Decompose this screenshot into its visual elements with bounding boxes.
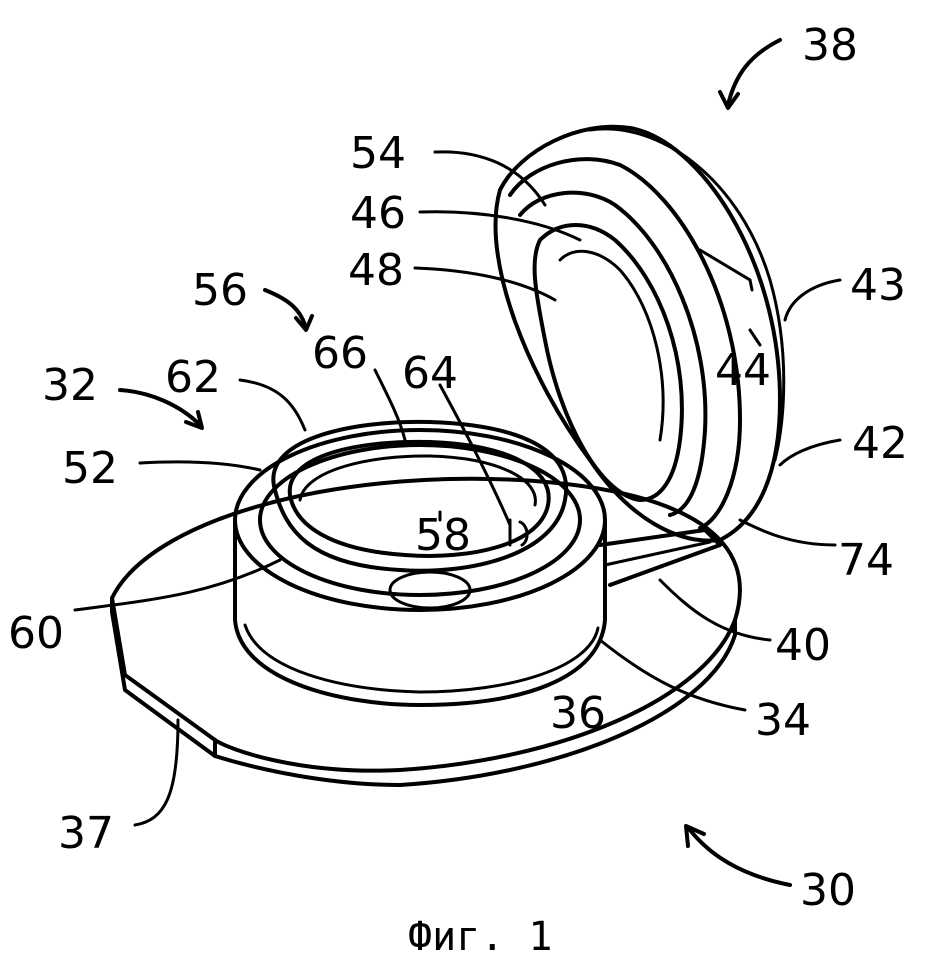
hinge bbox=[600, 530, 720, 585]
cylinder-body bbox=[235, 430, 605, 705]
label-36: 36 bbox=[550, 688, 606, 739]
label-52: 52 bbox=[62, 443, 118, 494]
figure-caption: Фиг. 1 bbox=[408, 914, 553, 960]
label-48: 48 bbox=[348, 245, 404, 296]
label-43: 43 bbox=[850, 260, 906, 311]
label-64: 64 bbox=[402, 348, 458, 399]
label-40: 40 bbox=[775, 620, 831, 671]
label-56: 56 bbox=[192, 265, 248, 316]
label-46: 46 bbox=[350, 188, 406, 239]
lid-cap bbox=[496, 127, 784, 541]
label-30: 30 bbox=[800, 865, 856, 916]
label-60: 60 bbox=[8, 608, 64, 659]
label-62: 62 bbox=[165, 352, 221, 403]
label-66: 66 bbox=[312, 328, 368, 379]
label-42: 42 bbox=[852, 418, 908, 469]
label-44: 44 bbox=[715, 345, 771, 396]
label-54: 54 bbox=[350, 128, 406, 179]
label-58: 58 bbox=[415, 510, 471, 561]
label-38: 38 bbox=[802, 20, 858, 71]
label-37: 37 bbox=[58, 808, 114, 859]
label-74: 74 bbox=[838, 535, 894, 586]
leader-lines bbox=[75, 40, 840, 885]
label-34: 34 bbox=[755, 695, 811, 746]
label-32: 32 bbox=[42, 360, 98, 411]
